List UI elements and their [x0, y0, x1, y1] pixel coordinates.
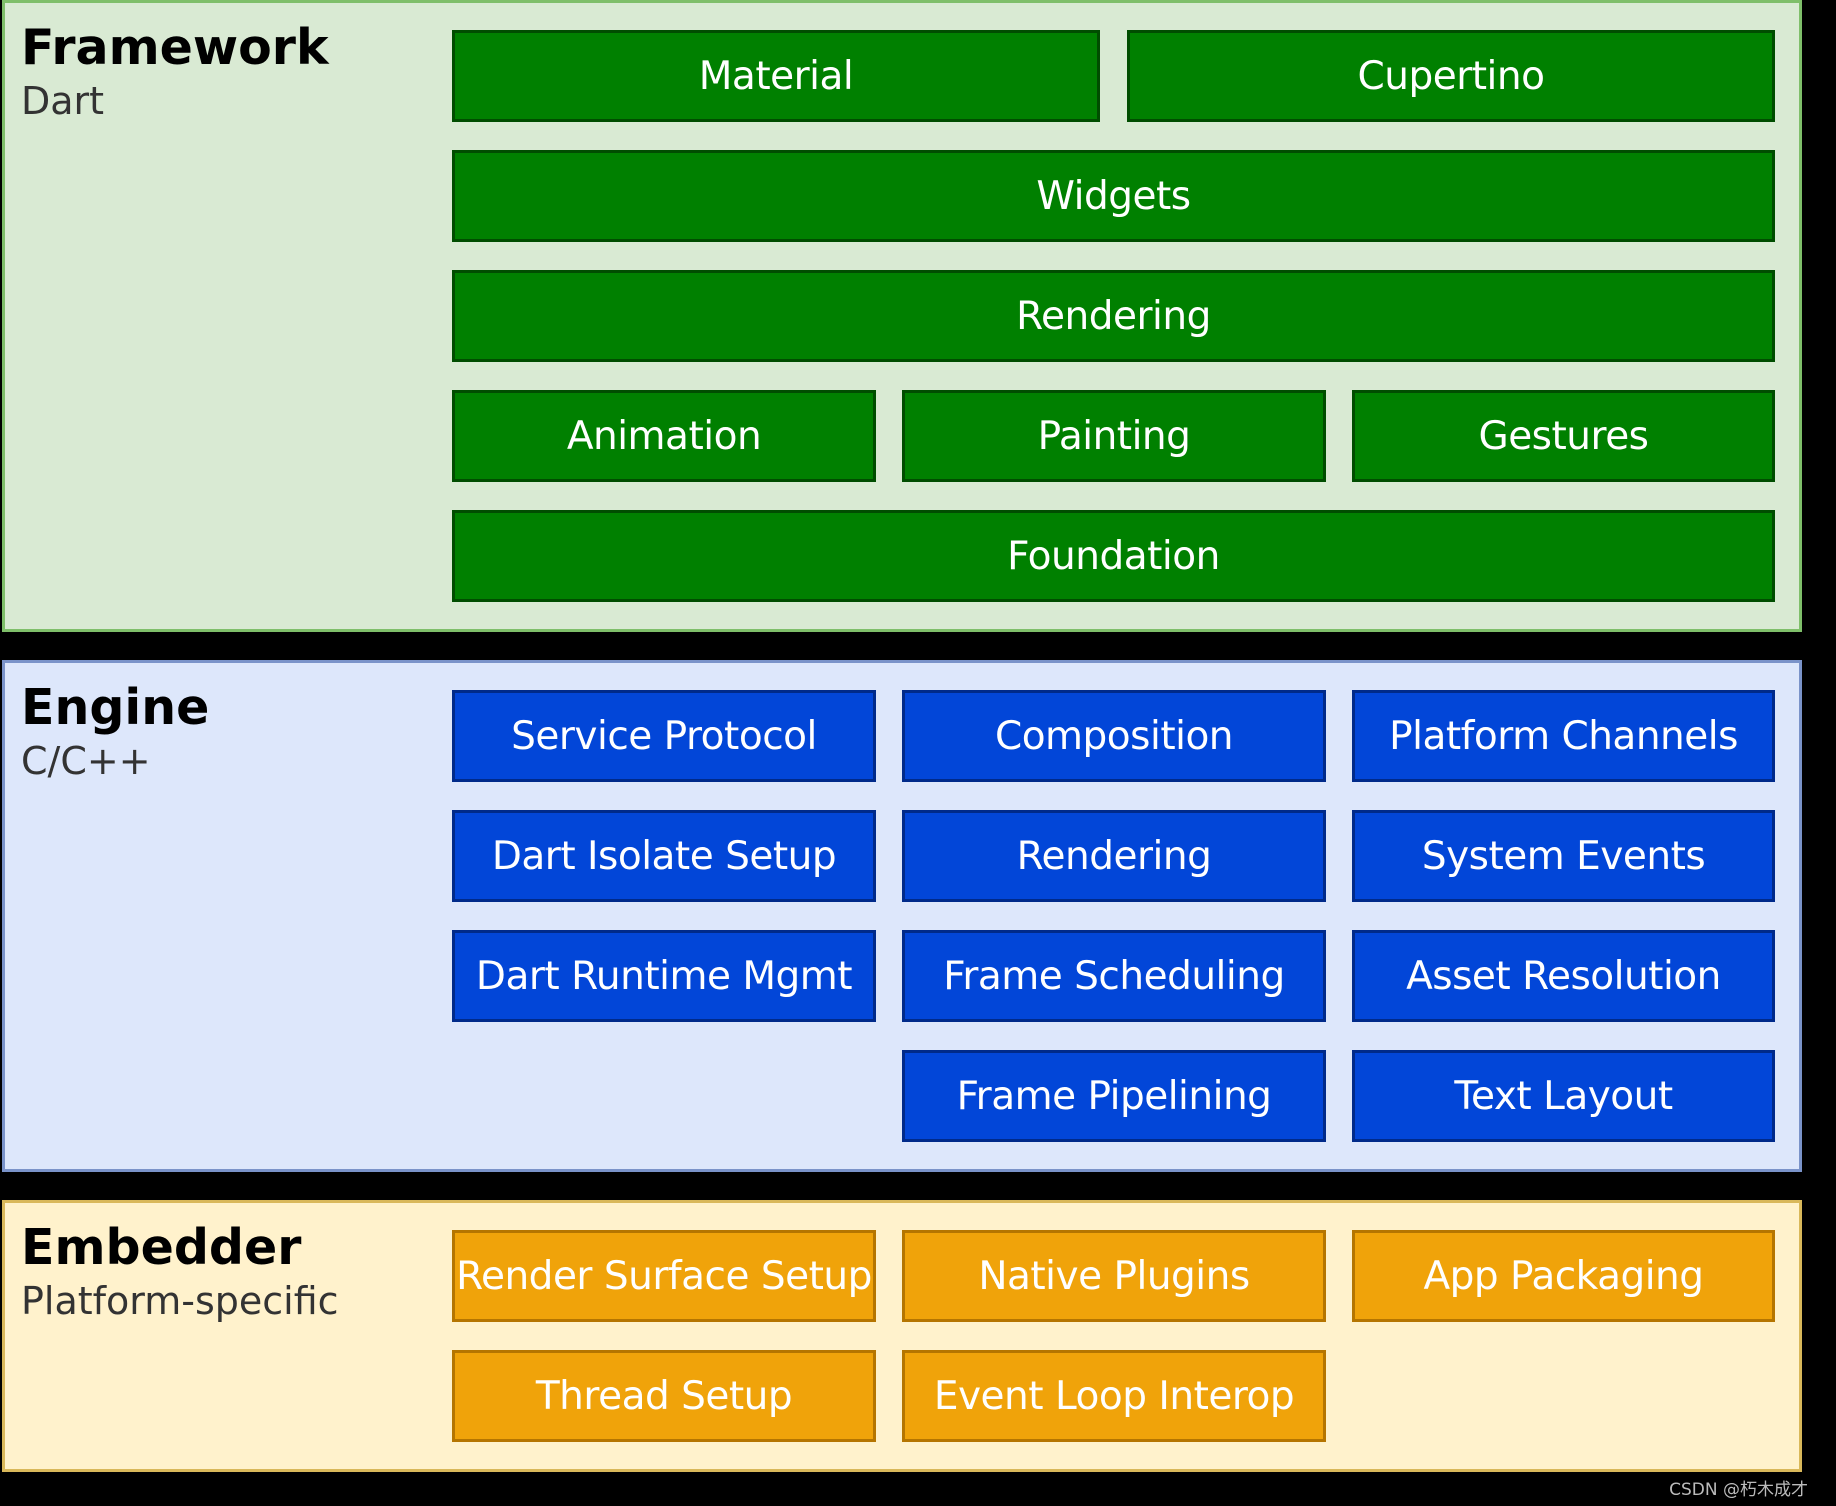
- framework-title: Framework: [21, 19, 329, 76]
- block-cupertino: Cupertino: [1127, 30, 1775, 122]
- block-app-packaging: App Packaging: [1352, 1230, 1775, 1322]
- embedder-layer: Embedder Platform-specific Render Surfac…: [2, 1200, 1802, 1472]
- block-text-layout: Text Layout: [1352, 1050, 1775, 1142]
- block-material: Material: [452, 30, 1100, 122]
- block-asset-resolution: Asset Resolution: [1352, 930, 1775, 1022]
- framework-layer: Framework Dart Material Cupertino Widget…: [2, 0, 1802, 632]
- block-thread-setup: Thread Setup: [452, 1350, 876, 1442]
- block-render-surface-setup: Render Surface Setup: [452, 1230, 876, 1322]
- block-platform-channels: Platform Channels: [1352, 690, 1775, 782]
- block-service-protocol: Service Protocol: [452, 690, 876, 782]
- block-system-events: System Events: [1352, 810, 1775, 902]
- block-composition: Composition: [902, 690, 1326, 782]
- block-animation: Animation: [452, 390, 876, 482]
- embedder-subtitle: Platform-specific: [21, 1279, 339, 1323]
- block-framework-rendering: Rendering: [452, 270, 1775, 362]
- block-frame-pipelining: Frame Pipelining: [902, 1050, 1326, 1142]
- engine-subtitle: C/C++: [21, 739, 151, 783]
- block-dart-runtime-mgmt: Dart Runtime Mgmt: [452, 930, 876, 1022]
- block-dart-isolate-setup: Dart Isolate Setup: [452, 810, 876, 902]
- framework-subtitle: Dart: [21, 79, 105, 123]
- engine-title: Engine: [21, 679, 210, 736]
- block-foundation: Foundation: [452, 510, 1775, 602]
- block-gestures: Gestures: [1352, 390, 1775, 482]
- block-painting: Painting: [902, 390, 1326, 482]
- embedder-title: Embedder: [21, 1219, 302, 1276]
- watermark: CSDN @朽木成才: [1669, 1480, 1808, 1500]
- block-engine-rendering: Rendering: [902, 810, 1326, 902]
- block-event-loop-interop: Event Loop Interop: [902, 1350, 1326, 1442]
- block-native-plugins: Native Plugins: [902, 1230, 1326, 1322]
- block-widgets: Widgets: [452, 150, 1775, 242]
- engine-layer: Engine C/C++ Service Protocol Compositio…: [2, 660, 1802, 1172]
- block-frame-scheduling: Frame Scheduling: [902, 930, 1326, 1022]
